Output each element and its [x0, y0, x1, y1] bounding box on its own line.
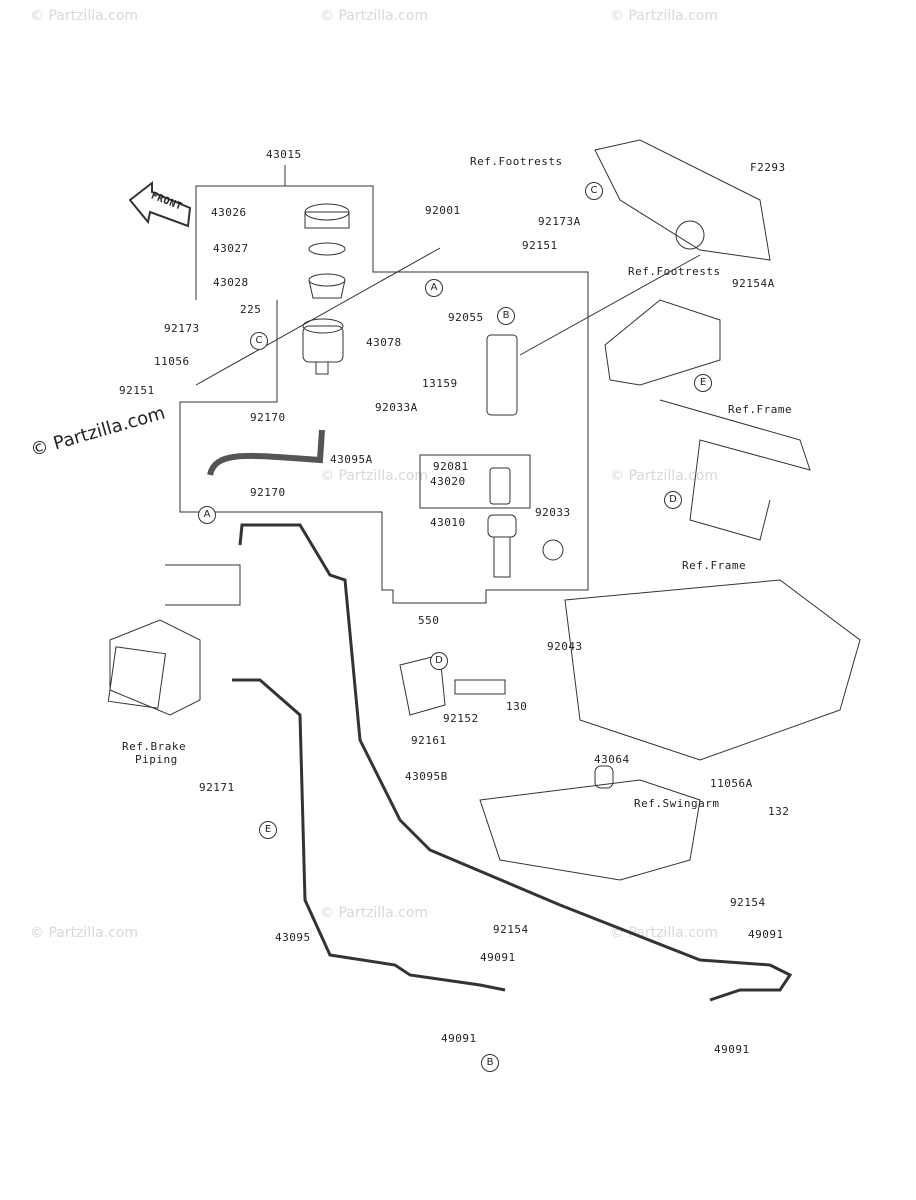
part-label[interactable]: 43026	[211, 206, 247, 219]
callout-c: C	[250, 332, 268, 350]
watermark: © Partzilla.com	[30, 925, 139, 941]
part-label[interactable]: 92173	[164, 322, 200, 335]
part-label[interactable]: 92170	[250, 486, 286, 499]
part-label[interactable]: 92151	[119, 384, 155, 397]
watermark: © Partzilla.com	[610, 8, 719, 24]
reference-label: Piping	[135, 753, 178, 766]
callout-c: C	[585, 182, 603, 200]
part-label[interactable]: 92154	[493, 923, 529, 936]
part-label[interactable]: 43078	[366, 336, 402, 349]
part-label[interactable]: 92152	[443, 712, 479, 725]
watermark: © Partzilla.com	[30, 8, 139, 24]
part-label[interactable]: 92170	[250, 411, 286, 424]
watermark: © Partzilla.com	[320, 905, 429, 921]
callout-b: B	[481, 1054, 499, 1072]
part-label[interactable]: 92161	[411, 734, 447, 747]
watermark: © Partzilla.com	[610, 468, 719, 484]
callout-d: D	[430, 652, 448, 670]
part-label[interactable]: 92081	[433, 460, 469, 473]
part-label[interactable]: 92173A	[538, 215, 581, 228]
diagram-code: F2293	[750, 161, 786, 174]
watermark: © Partzilla.com	[320, 468, 429, 484]
part-label[interactable]: 49091	[441, 1032, 477, 1045]
reference-label: Ref.Frame	[728, 403, 793, 416]
callout-b: B	[497, 307, 515, 325]
callout-d: D	[664, 491, 682, 509]
part-label[interactable]: 92055	[448, 311, 484, 324]
reference-label: Ref.Footrests	[470, 155, 563, 168]
reference-label: Ref.Swingarm	[634, 797, 720, 810]
reference-label: Ref.Brake	[122, 740, 187, 753]
kit-bracket	[419, 454, 531, 509]
part-label[interactable]: 92033	[535, 506, 571, 519]
part-label[interactable]: 92033A	[375, 401, 418, 414]
part-label[interactable]: 43010	[430, 516, 466, 529]
part-label[interactable]: 13159	[422, 377, 458, 390]
part-label[interactable]: 43095A	[330, 453, 373, 466]
reference-label: Ref.Frame	[682, 559, 747, 572]
part-label[interactable]: 92154A	[732, 277, 775, 290]
part-label[interactable]: 11056	[154, 355, 190, 368]
part-label[interactable]: 43028	[213, 276, 249, 289]
assembly-bracket	[179, 185, 589, 604]
part-label[interactable]: 92043	[547, 640, 583, 653]
part-label[interactable]: 49091	[748, 928, 784, 941]
part-label[interactable]: 43095B	[405, 770, 448, 783]
part-label[interactable]: 43020	[430, 475, 466, 488]
part-label[interactable]: 92151	[522, 239, 558, 252]
part-label[interactable]: 43064	[594, 753, 630, 766]
part-label[interactable]: 550	[418, 614, 440, 627]
part-label[interactable]: 225	[240, 303, 262, 316]
callout-e: E	[694, 374, 712, 392]
part-label[interactable]: 92154	[730, 896, 766, 909]
callout-a: A	[198, 506, 216, 524]
part-label[interactable]: 132	[768, 805, 790, 818]
callout-e: E	[259, 821, 277, 839]
part-label[interactable]: 43095	[275, 931, 311, 944]
part-label[interactable]: 92001	[425, 204, 461, 217]
part-label[interactable]: 49091	[480, 951, 516, 964]
part-label[interactable]: 130	[506, 700, 528, 713]
watermark: © Partzilla.com	[320, 8, 429, 24]
part-label[interactable]: 49091	[714, 1043, 750, 1056]
part-label[interactable]: 92171	[199, 781, 235, 794]
watermark: © Partzilla.com	[610, 925, 719, 941]
part-label[interactable]: 11056A	[710, 777, 753, 790]
part-label[interactable]: 43027	[213, 242, 249, 255]
callout-a: A	[425, 279, 443, 297]
part-label[interactable]: 43015	[266, 148, 302, 161]
reference-label: Ref.Footrests	[628, 265, 721, 278]
